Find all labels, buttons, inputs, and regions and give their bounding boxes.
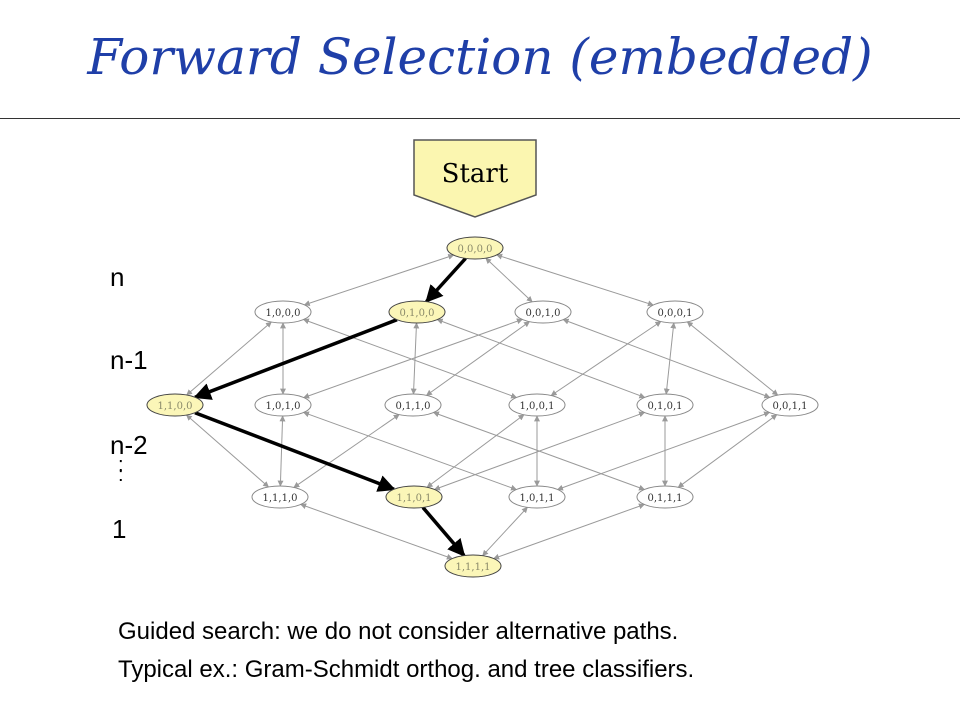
edge-0001-1001 <box>550 321 662 396</box>
slide-title: Forward Selection (embedded) <box>87 28 873 86</box>
selection-path-edge-0000-0100 <box>425 257 467 303</box>
node-label: 1,1,1,1 <box>456 562 491 573</box>
level-label-n-1: n-1 <box>110 345 148 375</box>
node-label: 0,0,1,0 <box>526 308 561 319</box>
lattice-node-0101: 0,1,0,1 <box>636 393 694 417</box>
edge-0001-0011 <box>686 321 779 396</box>
lattice-node-0100: 0,1,0,0 <box>388 300 446 324</box>
lattice-node-0010: 0,0,1,0 <box>514 300 572 324</box>
lattice-node-0011: 0,0,1,1 <box>761 393 819 417</box>
lattice-node-0000: 0,0,0,0 <box>446 236 504 260</box>
node-ellipse <box>761 393 819 417</box>
edge-1110-1111 <box>300 503 453 560</box>
node-label: 0,1,1,0 <box>396 401 431 412</box>
node-ellipse <box>508 485 566 509</box>
lattice-node-1010: 1,0,1,0 <box>254 393 312 417</box>
lattice-node-1101: 1,1,0,1 <box>385 485 443 509</box>
node-ellipse <box>508 393 566 417</box>
node-label: 0,0,0,1 <box>658 308 693 319</box>
edge-0000-1000 <box>303 253 455 307</box>
edge-1001-1101 <box>426 414 525 488</box>
edge-0011-1011 <box>556 411 771 491</box>
node-label: 1,0,0,1 <box>520 401 555 412</box>
edge-1000-1100 <box>186 321 272 396</box>
node-label: 0,1,0,0 <box>400 308 435 319</box>
edge-1100-1110 <box>186 414 269 488</box>
level-label-n: n <box>110 262 125 292</box>
node-label: 1,0,0,0 <box>266 308 301 319</box>
edge-0110-1110 <box>293 414 400 488</box>
node-label: 1,1,1,0 <box>263 493 298 504</box>
selection-path-edge-1100-1101 <box>194 411 396 492</box>
node-ellipse <box>146 393 204 417</box>
edge-0000-0010 <box>485 257 533 303</box>
node-label: 0,0,0,0 <box>458 244 493 255</box>
lattice-node-1000: 1,0,0,0 <box>254 300 312 324</box>
caption-line-2: Typical ex.: Gram-Schmidt orthog. and tr… <box>118 656 695 683</box>
selection-path-edge-0100-1100 <box>193 318 398 400</box>
edge-0111-1111 <box>493 503 645 560</box>
vertical-ellipsis: :: <box>118 454 124 486</box>
level-label-n-2: n-2 <box>110 430 148 460</box>
edge-0011-0111 <box>677 414 778 488</box>
node-ellipse <box>254 393 312 417</box>
node-label: 0,1,0,1 <box>648 401 683 412</box>
node-ellipse <box>514 300 572 324</box>
edge-0010-0110 <box>425 321 531 396</box>
lattice-node-0111: 0,1,1,1 <box>636 485 694 509</box>
edge-0001-0101 <box>663 322 677 395</box>
lattice-node-0110: 0,1,1,0 <box>384 393 442 417</box>
lattice-node-1111: 1,1,1,1 <box>444 554 502 578</box>
edge-0000-0001 <box>496 253 654 307</box>
node-label: 1,1,0,1 <box>397 493 432 504</box>
node-ellipse <box>384 393 442 417</box>
node-ellipse <box>254 300 312 324</box>
edge-0100-0101 <box>436 318 646 399</box>
level-label-1: 1 <box>112 514 127 544</box>
lattice-node-1001: 1,0,0,1 <box>508 393 566 417</box>
node-ellipse <box>446 236 504 260</box>
node-label: 0,0,1,1 <box>773 401 808 412</box>
lattice-node-0001: 0,0,0,1 <box>646 300 704 324</box>
node-ellipse <box>636 393 694 417</box>
edge-1010-1110 <box>277 415 286 487</box>
node-label: 0,1,1,1 <box>648 493 683 504</box>
lattice-node-1011: 1,0,1,1 <box>508 485 566 509</box>
node-label: 1,0,1,0 <box>266 401 301 412</box>
node-ellipse <box>251 485 309 509</box>
node-ellipse <box>388 300 446 324</box>
title-divider <box>0 118 960 119</box>
start-pentagon: Start <box>413 139 537 218</box>
caption-line-1: Guided search: we do not consider altern… <box>118 618 679 645</box>
node-ellipse <box>444 554 502 578</box>
lattice-node-1110: 1,1,1,0 <box>251 485 309 509</box>
node-ellipse <box>636 485 694 509</box>
node-ellipse <box>385 485 443 509</box>
node-label: 1,1,0,0 <box>158 401 193 412</box>
selection-path-edge-1101-1111 <box>421 506 466 557</box>
start-label: Start <box>442 159 509 189</box>
lattice-node-1100: 1,1,0,0 <box>146 393 204 417</box>
node-label: 1,0,1,1 <box>520 493 555 504</box>
node-ellipse <box>646 300 704 324</box>
edge-1010-1011 <box>303 411 517 491</box>
edge-0010-0011 <box>562 318 771 399</box>
